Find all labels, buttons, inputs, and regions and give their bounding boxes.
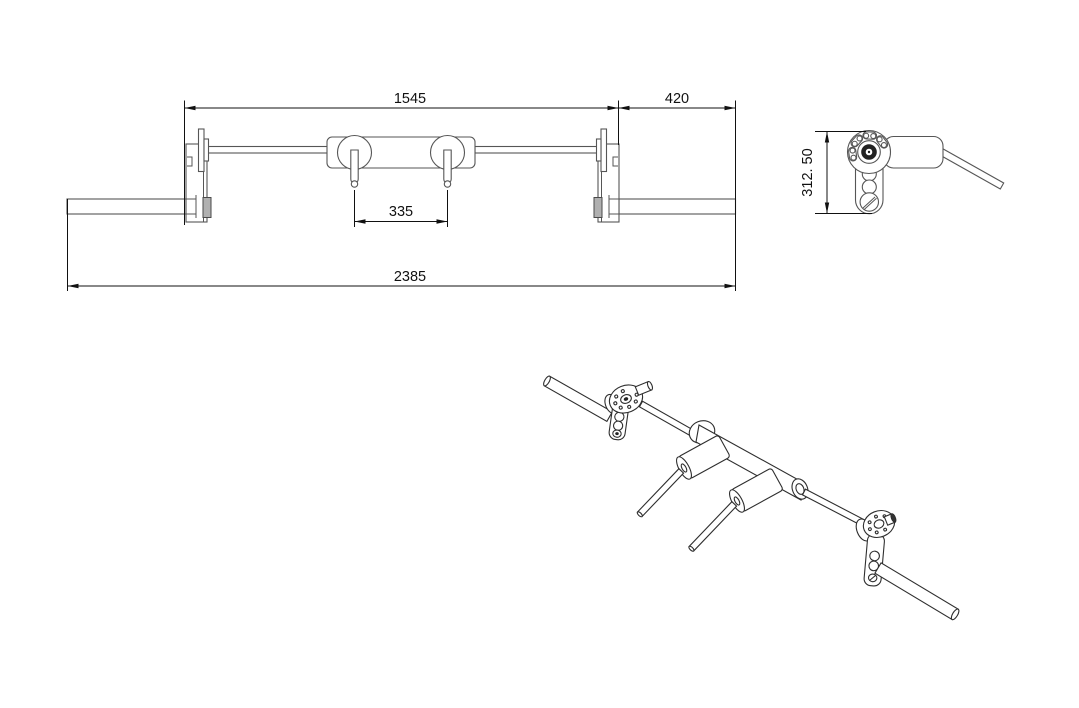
side-view: 312. 50 (800, 129, 1005, 215)
iso-handle-front (688, 500, 738, 552)
dim-overall-length: 2385 (67, 199, 736, 291)
iso-pad-front (729, 468, 783, 513)
dim-end-section-label: 420 (665, 91, 689, 107)
dim-inner-width: 1545 (184, 91, 619, 225)
iso-left-sleeve (543, 375, 614, 423)
front-view: 1545 420 335 2385 (66, 91, 737, 291)
iso-right-bracket (855, 509, 960, 621)
main-bar-right (474, 145, 600, 154)
left-end-bracket (185, 128, 212, 223)
right-handle (443, 149, 452, 184)
right-end-bracket (593, 128, 620, 223)
dim-handle-spacing-label: 335 (389, 204, 413, 220)
iso-center-assembly (636, 420, 809, 552)
left-bar-flange (197, 128, 205, 173)
cam-plate (846, 129, 892, 175)
side-sleeve (883, 135, 944, 169)
iso-right-sleeve (874, 562, 960, 621)
iso-handle-rear (636, 467, 685, 518)
iso-left-bracket (604, 380, 654, 441)
dim-end-section: 420 (618, 91, 736, 291)
left-handle (350, 149, 359, 184)
left-sleeve (66, 198, 187, 215)
dim-handle-spacing: 335 (354, 190, 448, 227)
main-bar-left (207, 145, 329, 154)
isometric-view (543, 375, 960, 621)
dim-drop-height: 312. 50 (800, 131, 872, 214)
right-sleeve (618, 198, 737, 215)
dim-overall-length-label: 2385 (394, 269, 426, 285)
handle-block (326, 134, 476, 188)
dim-inner-width-label: 1545 (394, 91, 426, 107)
right-bracket-tab (593, 197, 603, 218)
dim-drop-height-label: 312. 50 (800, 148, 816, 196)
left-bracket-tab (202, 197, 212, 218)
right-bar-flange (600, 128, 608, 173)
side-bar-end (935, 146, 1005, 190)
